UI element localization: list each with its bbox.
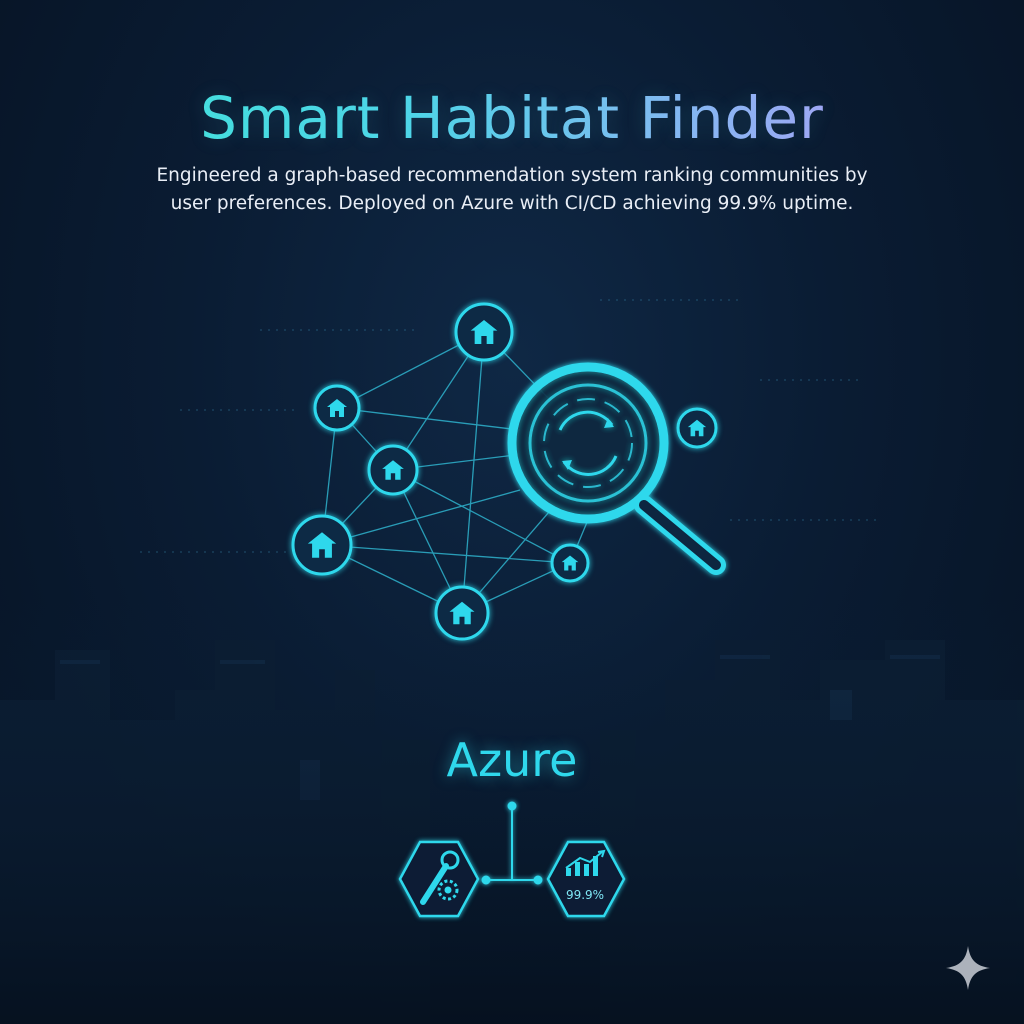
project-description: Engineered a graph-based recommendation …	[150, 162, 874, 218]
house-icon	[313, 384, 361, 432]
house-icon	[454, 302, 514, 362]
house-icon	[676, 407, 718, 449]
magnifier-icon	[507, 362, 726, 575]
uptime-badge: 99.9%	[565, 888, 605, 902]
page-title: Smart Habitat Finder	[0, 82, 1024, 154]
sparkle-icon	[946, 946, 990, 990]
house-icon	[434, 585, 490, 641]
house-icon	[291, 514, 353, 576]
house-icon	[550, 543, 590, 583]
bar-chart-icon	[546, 840, 626, 918]
description-line-1: Engineered a graph-based recommendation …	[156, 165, 868, 186]
azure-label: Azure	[446, 733, 578, 787]
description-line-2: user preferences. Deployed on Azure with…	[170, 193, 854, 214]
wrench-gear-icon	[398, 840, 480, 918]
house-icon	[367, 444, 419, 496]
